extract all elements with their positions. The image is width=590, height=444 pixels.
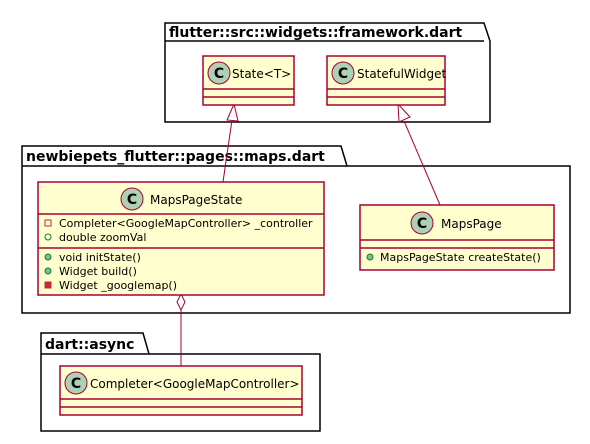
method-build: Widget build() [59,265,137,278]
class-name: MapsPage [441,217,502,231]
class-name: State<T> [232,67,291,81]
package-maps-title: newbiepets_flutter::pages::maps.dart [26,149,325,165]
class-completer[interactable]: C Completer<GoogleMapController> [59,365,303,416]
class-statefulwidget[interactable]: C StatefulWidget [326,55,446,106]
inheritance-arrow-statefulwidget [397,102,411,123]
class-name: Completer<GoogleMapController> [90,377,300,391]
inheritance-line-mapspage-statefulwidget [403,120,441,206]
inheritance-line-mapspagestate-state [222,119,233,183]
package-framework-title: flutter::src::widgets::framework.dart [169,25,463,41]
relations [176,102,441,366]
field-zoomval: double zoomVal [59,231,146,244]
class-name: MapsPageState [150,193,242,207]
class-icon: C [71,376,81,392]
method-createstate: MapsPageState createState() [380,251,541,264]
class-icon: C [338,66,348,82]
public-visibility-icon [366,253,374,261]
package-async-title: dart::async [45,337,134,353]
public-visibility-icon [44,233,52,241]
class-mapspagestate[interactable]: C MapsPageState Completer<GoogleMapContr… [37,181,325,296]
class-icon: C [214,66,224,82]
public-visibility-icon [44,253,52,261]
class-icon: C [417,216,427,232]
class-state[interactable]: C State<T> [202,55,295,106]
aggregation-diamond [176,292,186,312]
field-controller: Completer<GoogleMapController> _controll… [59,217,313,230]
class-icon: C [127,192,137,208]
method-googlemap: Widget _googlemap() [59,279,177,292]
inheritance-arrow-state [226,102,239,122]
private-visibility-icon [44,281,52,289]
class-name: StatefulWidget [357,67,446,81]
private-visibility-icon [44,219,52,227]
class-mapspage[interactable]: C MapsPage MapsPageState createState() [359,204,555,271]
public-visibility-icon [44,267,52,275]
method-initstate: void initState() [59,251,141,264]
